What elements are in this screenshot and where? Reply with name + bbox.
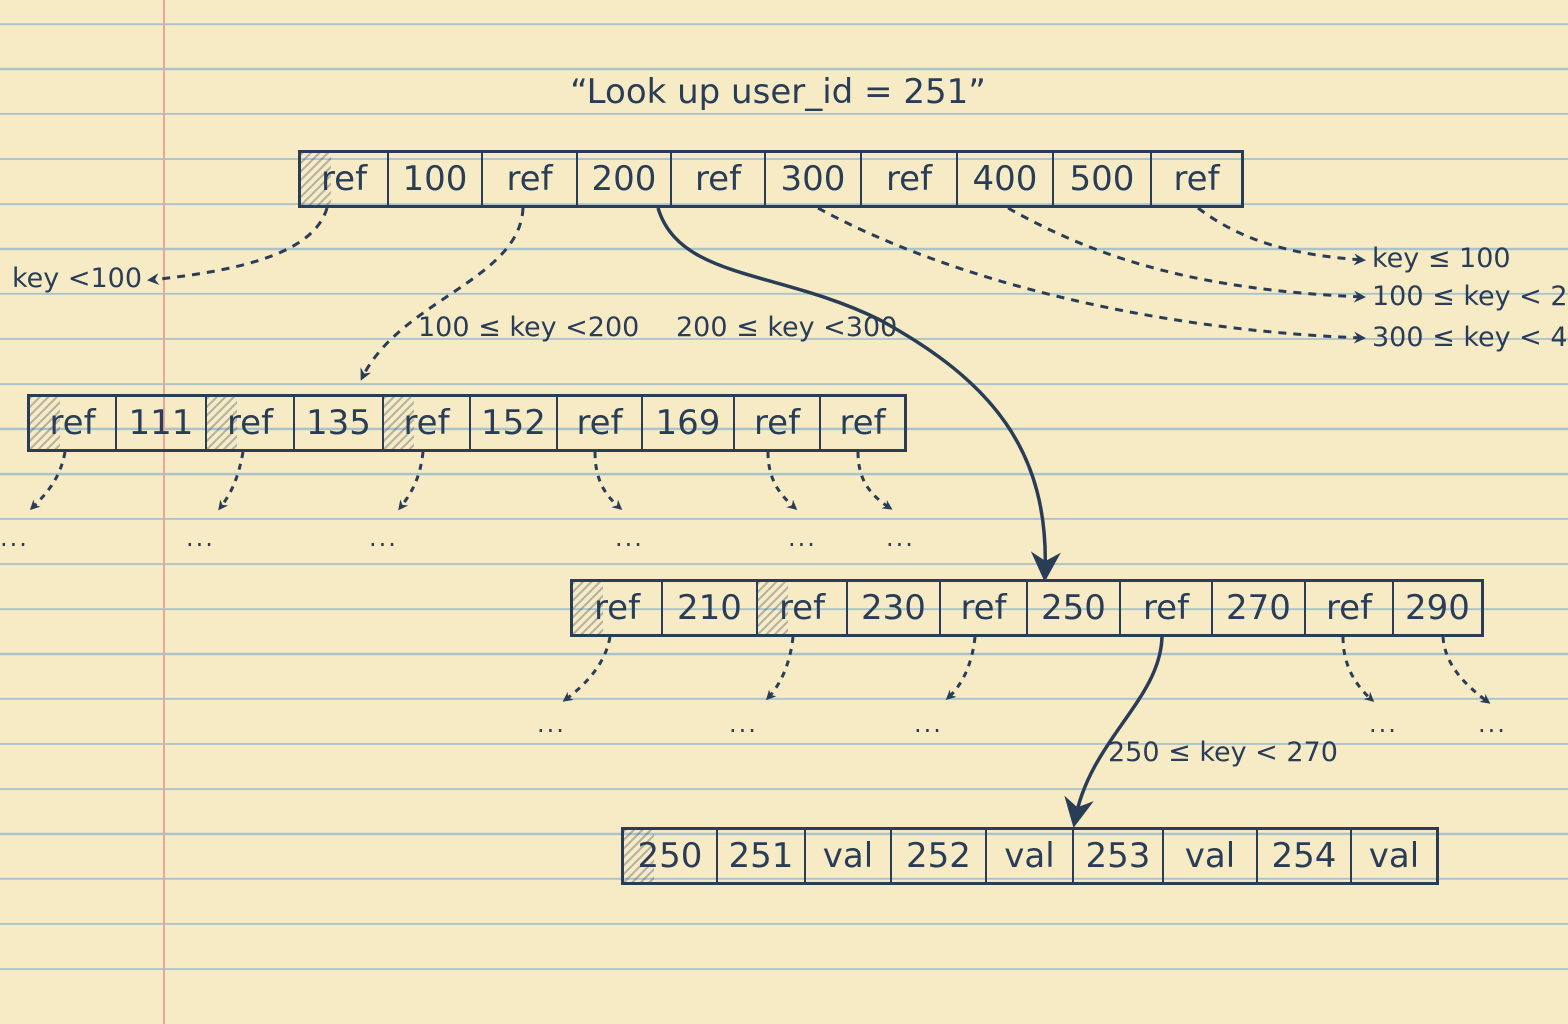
root-cell-8: 500 [1054, 153, 1152, 205]
arrow-root-to-right-300 [817, 206, 1366, 344]
left-node-cell-4: ref [384, 397, 471, 449]
leaf-cell-3: 252 [892, 830, 987, 882]
arrow-root-to-right-100 [1007, 206, 1366, 303]
left-node-cell-5: 152 [471, 397, 558, 449]
leaf-cell-5: 253 [1074, 830, 1164, 882]
root-cell-7: 400 [958, 153, 1054, 205]
arrow-mid-child-1 [562, 636, 612, 702]
arrow-root-to-right-key-le-100 [1197, 206, 1366, 266]
root-cell-9: ref [1173, 159, 1220, 199]
mid-node-cell-6: ref [1121, 582, 1213, 634]
leaf-cell-7: 254 [1258, 830, 1352, 882]
ellipsis: ... [537, 710, 566, 738]
mid-node-cell-1: 210 [663, 582, 758, 634]
arrow-mid-child-2 [765, 636, 795, 701]
leaf-cell-6: val [1164, 830, 1258, 882]
arrow-mid-child-5 [1441, 636, 1491, 704]
label-right-100: 100 ≤ key < 2 [1372, 281, 1568, 312]
arrow-lookup-path-to-mid-node [656, 207, 1061, 582]
mid-node-cell-3: 230 [848, 582, 941, 634]
left-node-cell-2: ref [207, 397, 295, 449]
label-right-key-le-100: key ≤ 100 [1372, 243, 1511, 274]
arrow-left-child-3 [398, 451, 425, 511]
arrow-left-child-5 [766, 451, 798, 510]
arrow-root-to-key-lt-100 [147, 207, 329, 286]
arrow-left-child-1 [29, 451, 67, 511]
mid-node-cell-4: ref [941, 582, 1028, 634]
ellipsis: ... [886, 524, 915, 552]
mid-node-cell-0: ref [573, 582, 663, 634]
mid-node-cell-5: 250 [1028, 582, 1121, 634]
left-node-cell-8: ref [735, 397, 821, 449]
leaf-cell-0: 250 [624, 830, 718, 882]
label-range-200-300: 200 ≤ key <300 [676, 312, 898, 343]
left-node-cell-0: ref [30, 397, 117, 449]
arrow-root-to-left-node [360, 207, 525, 381]
left-node-cell-1: 111 [117, 397, 207, 449]
label-right-300: 300 ≤ key < 4 [1372, 322, 1568, 353]
arrow-layer [29, 206, 1491, 828]
arrow-left-child-4 [593, 451, 623, 510]
root-cell-3: 200 [578, 153, 672, 205]
left-node-cell-3: 135 [295, 397, 384, 449]
ellipsis: ... [1478, 710, 1507, 738]
arrow-left-child-6 [856, 451, 893, 510]
diagram-title: “Look up user_id = 251” [570, 72, 986, 112]
leaf-cell-2: val [806, 830, 892, 882]
label-range-250-270: 250 ≤ key < 270 [1108, 737, 1338, 768]
label-key-lt-100: key <100 [12, 263, 143, 294]
mid-node-cell-8: ref [1306, 582, 1394, 634]
ellipsis: ... [729, 710, 758, 738]
ellipsis: ... [914, 710, 943, 738]
notebook-margin-line [163, 0, 165, 1024]
root-cell-0: ref [301, 153, 389, 205]
ellipsis: ... [369, 524, 398, 552]
ellipsis: ... [788, 524, 817, 552]
leaf-cell-4: val [987, 830, 1074, 882]
mid-node-cell-9: 290 [1405, 588, 1470, 628]
mid-node-cell-2: ref [758, 582, 848, 634]
ellipsis: ... [1369, 710, 1398, 738]
root-cell-1: 100 [389, 153, 483, 205]
arrow-mid-child-3 [945, 636, 977, 701]
leaf-cell-1: 251 [718, 830, 806, 882]
ellipsis: ... [0, 524, 29, 552]
leaf-cell-8: val [1368, 836, 1420, 876]
left-node-cell-9: ref [839, 403, 886, 443]
arrow-left-child-2 [218, 451, 245, 511]
root-cell-2: ref [483, 153, 578, 205]
arrow-lookup-path-to-leaf [1064, 636, 1164, 828]
left-node-cell-6: ref [558, 397, 643, 449]
arrow-mid-child-4 [1341, 636, 1375, 702]
label-range-100-200: 100 ≤ key <200 [418, 312, 640, 343]
ellipsis: ... [186, 524, 215, 552]
left-node-cell-7: 169 [643, 397, 735, 449]
ellipsis: ... [615, 524, 644, 552]
root-cell-4: ref [672, 153, 766, 205]
mid-node-cell-7: 270 [1213, 582, 1306, 634]
root-cell-6: ref [862, 153, 958, 205]
root-cell-5: 300 [766, 153, 862, 205]
